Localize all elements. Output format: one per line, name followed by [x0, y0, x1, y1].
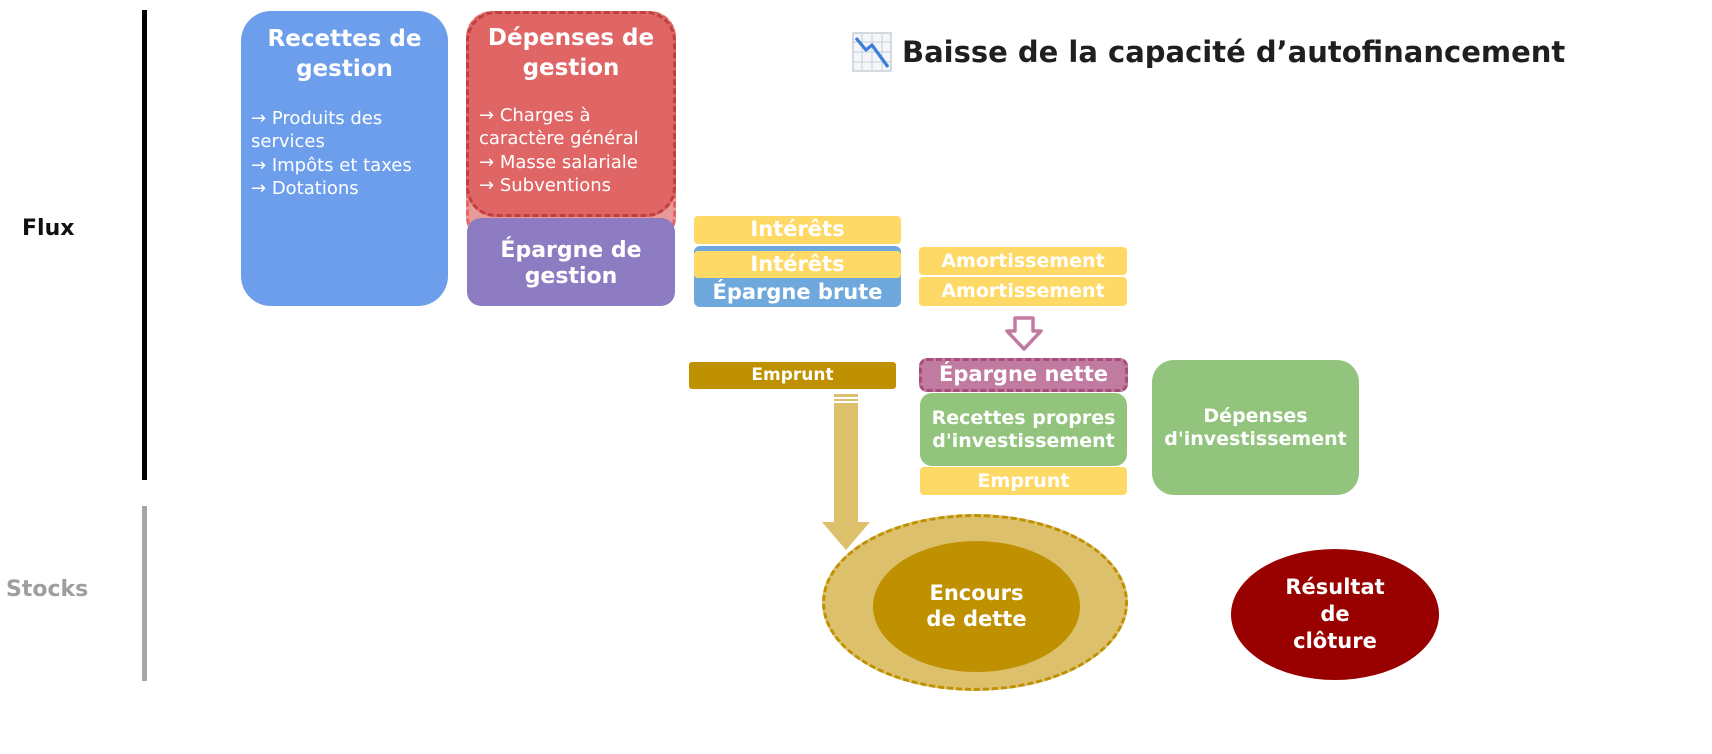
emprunt-to-dette-arrow	[822, 394, 870, 550]
depenses-item: Charges à caractère général	[479, 104, 663, 151]
interets-top-box: Intérêts	[694, 216, 901, 244]
recettes-item: Impôts et taxes	[251, 154, 438, 177]
depenses-item: Masse salariale	[479, 151, 663, 174]
down-arrow-icon	[1005, 316, 1043, 351]
interets-box: Intérêts	[694, 251, 901, 278]
emprunt-bottom-box: Emprunt	[920, 467, 1127, 495]
stocks-label: Stocks	[6, 577, 89, 602]
title-text: Baisse de la capacité d’autofinancement	[902, 35, 1566, 69]
recettes-gestion-list: Produits des services Impôts et taxes Do…	[251, 107, 438, 201]
recettes-investissement-box: Recettes propres d'investissement	[920, 393, 1127, 466]
epargne-nette-box: Épargne nette	[919, 358, 1128, 392]
amortissement-box: Amortissement	[919, 277, 1127, 306]
recettes-item: Dotations	[251, 177, 438, 200]
recettes-gestion-card: Recettes de gestion Produits des service…	[241, 11, 448, 306]
depenses-gestion-title: Dépenses de gestion	[487, 25, 655, 81]
emprunt-left-box: Emprunt	[689, 362, 896, 389]
stocks-axis-line	[142, 506, 147, 681]
diagram-title: Baisse de la capacité d’autofinancement	[852, 32, 1565, 72]
depenses-gestion-list: Charges à caractère général Masse salari…	[479, 104, 663, 198]
flux-label: Flux	[22, 216, 75, 241]
depenses-investissement-box: Dépenses d'investissement	[1152, 360, 1359, 495]
epargne-gestion-box: Épargne de gestion	[467, 218, 675, 306]
recettes-item: Produits des services	[251, 107, 438, 154]
recettes-gestion-title: Recettes de gestion	[267, 26, 422, 82]
encours-dette-ellipse: Encours de dette	[873, 541, 1080, 672]
depenses-item: Subventions	[479, 174, 663, 197]
amortissement-top-box: Amortissement	[919, 247, 1127, 275]
depenses-gestion-card: Dépenses de gestion Charges à caractère …	[466, 11, 676, 217]
flux-axis-line	[142, 10, 147, 480]
chart-decreasing-icon	[852, 32, 892, 72]
resultat-cloture-ellipse: Résultat de clôture	[1231, 549, 1439, 680]
